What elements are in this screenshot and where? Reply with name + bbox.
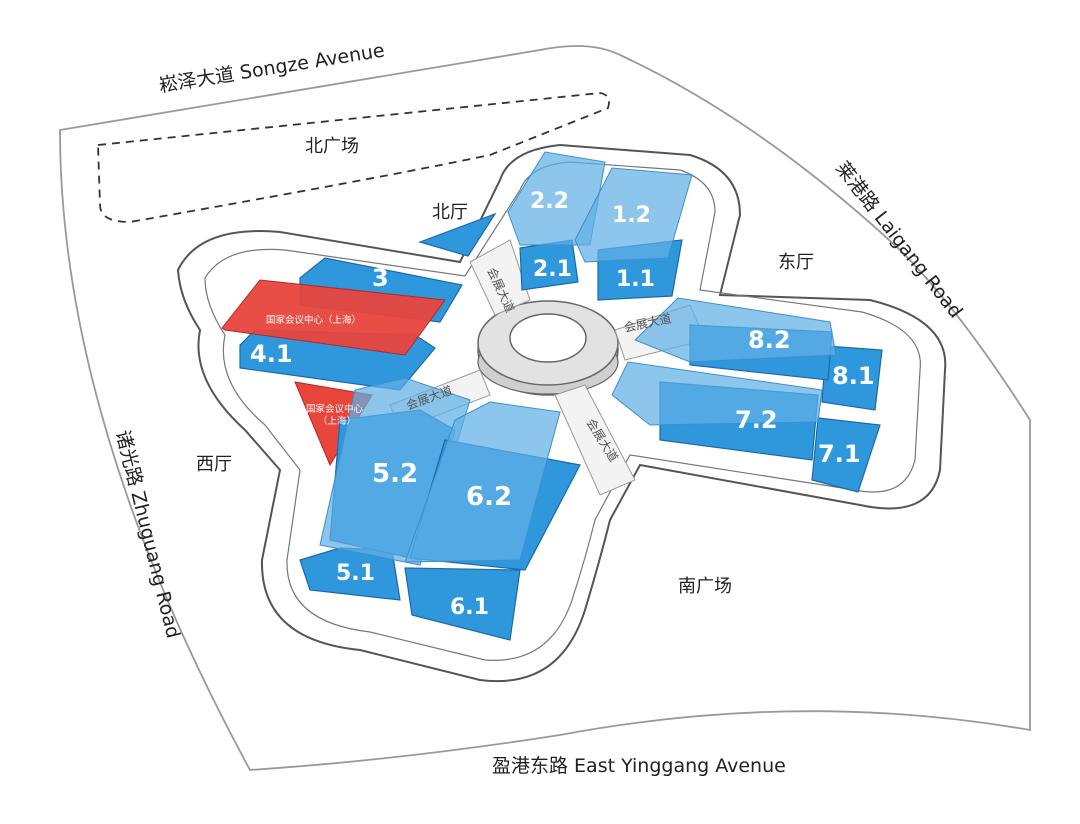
road-label-south: 盈港东路 East Yinggang Avenue bbox=[492, 755, 786, 777]
avenue-strip-north bbox=[469, 239, 531, 316]
hall-label-6-1: 6.1 bbox=[450, 595, 489, 620]
hall-label-1-1: 1.1 bbox=[616, 267, 655, 292]
area-north-hall: 北厅 bbox=[432, 202, 468, 223]
north-hall-lobby bbox=[418, 212, 497, 257]
hall-label-2-2: 2.2 bbox=[530, 189, 569, 214]
hall-label-5-2: 5.2 bbox=[372, 459, 418, 489]
hall-8-2-upper[interactable] bbox=[634, 297, 837, 363]
hall-label-1-2: 1.2 bbox=[612, 203, 651, 228]
north-plaza-outline bbox=[97, 92, 610, 223]
hall-7-1[interactable] bbox=[811, 417, 881, 493]
hall-1-2[interactable] bbox=[574, 167, 693, 263]
hall-label-3: 3 bbox=[372, 264, 389, 292]
road-label-west: 诸光路 Zhuguang Road bbox=[111, 428, 184, 641]
hall-label-5-1: 5.1 bbox=[336, 561, 375, 586]
hall-label-7-2: 7.2 bbox=[735, 406, 778, 434]
hall-label-2-1: 2.1 bbox=[533, 257, 572, 282]
hall-label-7-1: 7.1 bbox=[818, 440, 861, 468]
site-boundary bbox=[59, 45, 1031, 771]
hall-label-8-1: 8.1 bbox=[832, 362, 875, 390]
ncc-large-block[interactable] bbox=[221, 279, 446, 356]
ncc-small-label-line2: （上海） bbox=[318, 415, 356, 427]
ncc-small-label-line1: 国家会议中心 bbox=[306, 403, 364, 415]
area-east-hall: 东厅 bbox=[778, 252, 814, 273]
venue-inner-rim bbox=[204, 161, 921, 661]
ncc-large-label: 国家会议中心（上海） bbox=[266, 314, 361, 326]
hall-label-4-1: 4.1 bbox=[250, 340, 293, 368]
hall-7-2-upper[interactable] bbox=[611, 361, 823, 426]
hall-6-2-upper[interactable] bbox=[404, 401, 561, 563]
area-north-plaza: 北广场 bbox=[305, 136, 359, 157]
hall-label-8-2: 8.2 bbox=[748, 326, 791, 354]
hall-label-6-2: 6.2 bbox=[466, 482, 512, 512]
hall-6-1[interactable] bbox=[404, 567, 521, 641]
area-west-hall: 西厅 bbox=[196, 454, 232, 475]
area-south-plaza: 南广场 bbox=[678, 576, 732, 597]
center-ring-hole bbox=[509, 313, 587, 363]
road-label-north: 崧泽大道 Songze Avenue bbox=[157, 40, 386, 97]
hall-5-1[interactable] bbox=[299, 547, 401, 601]
hall-8-1[interactable] bbox=[821, 345, 883, 411]
road-label-east: 莱港路 Laigang Road bbox=[831, 158, 967, 323]
avenue-strip-south bbox=[554, 384, 636, 496]
